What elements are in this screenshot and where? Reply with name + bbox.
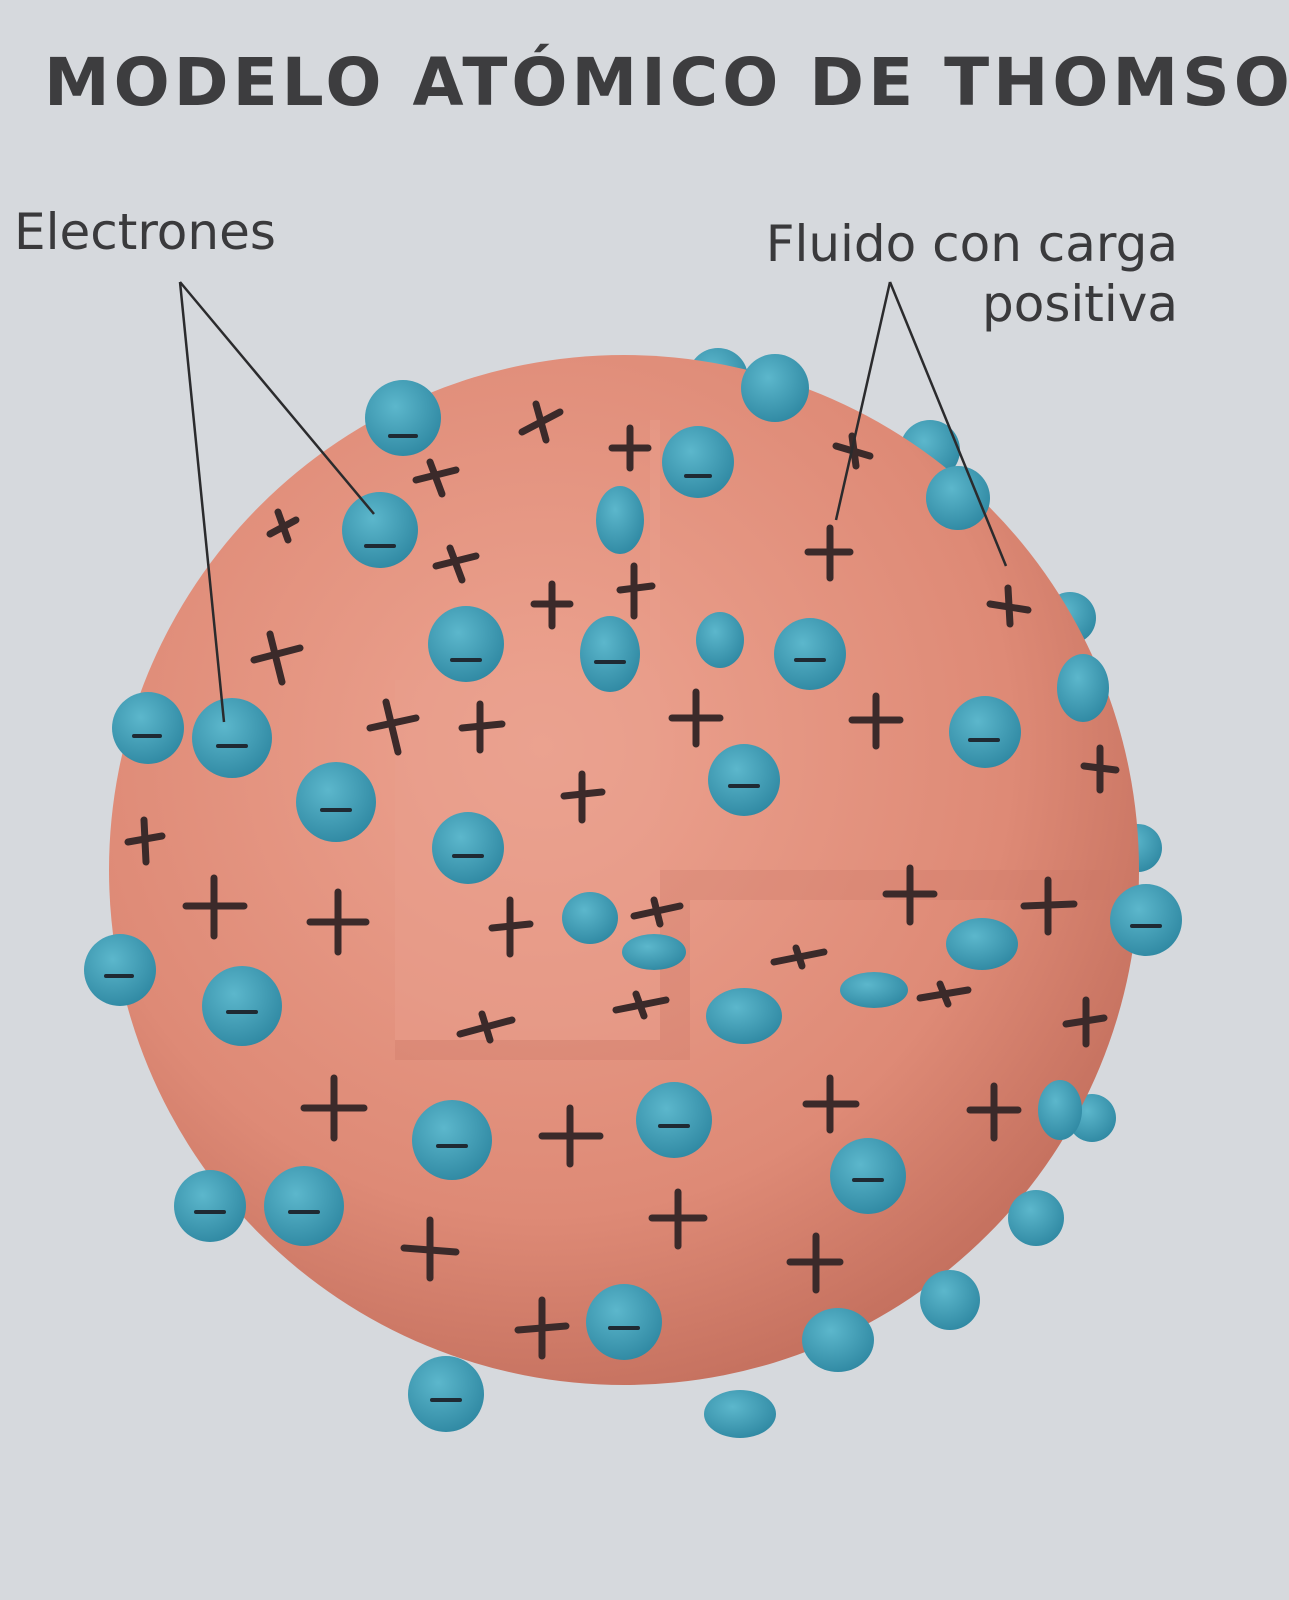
electron xyxy=(704,1390,776,1438)
plus-sign xyxy=(786,1232,844,1294)
plus-sign xyxy=(488,896,534,958)
electron xyxy=(264,1166,344,1246)
plus-sign xyxy=(802,1074,860,1134)
plus-sign xyxy=(300,1074,368,1142)
plus-sign xyxy=(560,770,606,824)
electron xyxy=(342,492,418,568)
plus-sign xyxy=(366,698,420,756)
cutaway-section xyxy=(395,420,660,1040)
electron xyxy=(296,762,376,842)
electron xyxy=(1008,1190,1064,1246)
plus-sign xyxy=(458,700,506,754)
electrons-pointer-2 xyxy=(178,281,226,723)
fluid-pointer-1 xyxy=(834,281,892,521)
plus-sign xyxy=(986,584,1032,628)
plus-sign xyxy=(616,562,656,620)
electron xyxy=(840,972,908,1008)
electron xyxy=(926,466,990,530)
electron xyxy=(706,988,782,1044)
plus-sign xyxy=(306,888,370,956)
plus-sign xyxy=(266,508,300,544)
diagram-title: MODELO ATÓMICO DE THOMSON xyxy=(44,44,1289,121)
electron xyxy=(946,918,1018,970)
electron-charge-marks xyxy=(104,434,1162,1402)
plus-sign xyxy=(848,692,904,750)
plus-sign xyxy=(668,688,724,748)
electrons-pointer-1 xyxy=(179,281,375,515)
plus-sign xyxy=(530,580,574,630)
electron xyxy=(622,934,686,970)
electron xyxy=(580,616,640,692)
plus-sign xyxy=(804,524,854,582)
plus-sign xyxy=(1080,744,1120,794)
plus-sign xyxy=(770,944,828,970)
fluid-label: Fluido con carga positiva xyxy=(700,214,1178,334)
fluid-pointer-2 xyxy=(888,281,1008,567)
electron xyxy=(596,486,644,554)
electrons xyxy=(84,354,1182,1438)
electron xyxy=(365,380,441,456)
positive-charge-marks xyxy=(124,400,1120,1360)
electron xyxy=(636,1082,712,1158)
plus-sign xyxy=(648,1188,708,1250)
positive-fluid-sphere xyxy=(109,355,1139,1385)
electron xyxy=(84,934,156,1006)
plus-sign xyxy=(630,896,684,928)
plus-sign xyxy=(1062,996,1108,1048)
plus-sign xyxy=(612,990,670,1020)
electron xyxy=(1057,654,1109,722)
plus-sign xyxy=(916,980,972,1008)
electron xyxy=(920,1270,980,1330)
plus-sign xyxy=(966,1082,1022,1142)
electron xyxy=(830,1138,906,1214)
electron xyxy=(802,1308,874,1372)
plus-sign xyxy=(882,864,938,926)
electron xyxy=(1110,884,1182,956)
electron xyxy=(202,966,282,1046)
electron xyxy=(586,1284,662,1360)
fluid-label-line1: Fluido con carga xyxy=(765,215,1178,273)
plus-sign xyxy=(514,1296,570,1360)
fluid-label-line2: positiva xyxy=(982,275,1178,333)
label-pointers xyxy=(178,281,1008,723)
electron xyxy=(408,1356,484,1432)
plus-sign xyxy=(412,458,460,498)
electron xyxy=(432,812,504,884)
plus-sign xyxy=(1020,876,1078,936)
cutaway-shadow xyxy=(395,870,1110,1060)
electron xyxy=(708,744,780,816)
electron xyxy=(174,1170,246,1242)
plus-sign xyxy=(518,400,564,444)
plus-sign xyxy=(182,874,248,940)
plus-sign xyxy=(250,630,304,686)
electron xyxy=(428,606,504,682)
electron xyxy=(741,354,809,422)
electron xyxy=(662,426,734,498)
plus-sign xyxy=(608,424,652,472)
electron xyxy=(112,692,184,764)
electron xyxy=(412,1100,492,1180)
electron xyxy=(774,618,846,690)
electron xyxy=(562,892,618,944)
electron xyxy=(192,698,272,778)
plus-sign xyxy=(432,544,480,584)
plus-sign xyxy=(124,816,166,866)
plus-sign xyxy=(400,1216,460,1282)
plus-sign xyxy=(538,1104,604,1168)
electron xyxy=(949,696,1021,768)
electrons-label: Electrones xyxy=(14,203,276,261)
plus-sign xyxy=(456,1010,516,1044)
electron xyxy=(696,612,744,668)
electron xyxy=(1038,1080,1082,1140)
